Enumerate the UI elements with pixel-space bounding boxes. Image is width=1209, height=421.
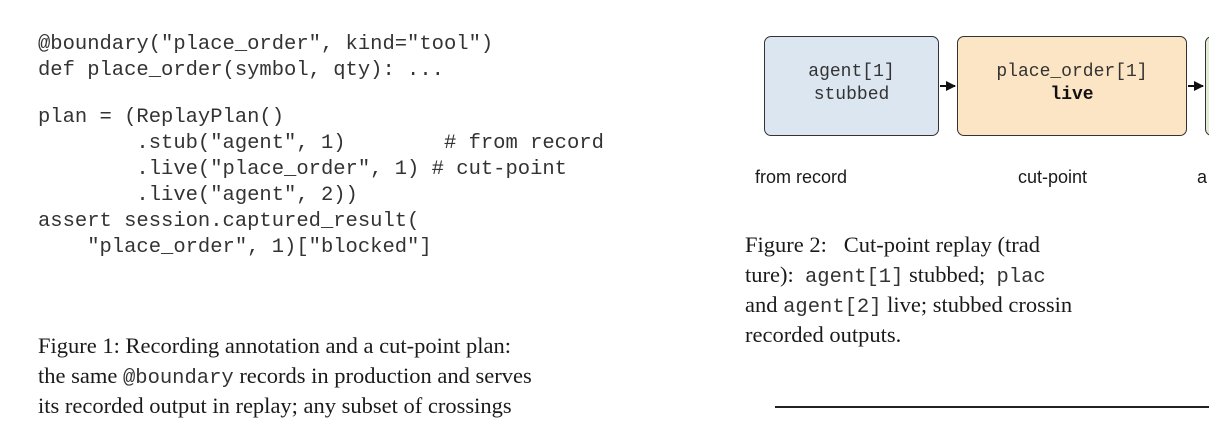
node-next-clipped xyxy=(1205,36,1209,136)
caption-code: agent[1] xyxy=(804,266,904,289)
figure-2-caption: Figure 2: Cut-point replay (trad ture): … xyxy=(745,230,1209,350)
node-state: live xyxy=(1050,85,1094,105)
caption-text: and xyxy=(745,292,784,317)
column-rule xyxy=(775,406,1209,408)
node-place-order-1: place_order[1] live xyxy=(957,36,1187,136)
caption-text: recorded outputs. xyxy=(745,322,902,347)
caption-text: Figure 2: Cut-point replay (trad xyxy=(745,232,1040,257)
code-line: .live("place_order", 1) # cut-point xyxy=(38,158,567,181)
label-clipped: a xyxy=(1197,167,1208,187)
caption-text: live; stubbed crossin xyxy=(881,292,1073,317)
caption-code: @boundary xyxy=(122,367,234,390)
label-from-record: from record xyxy=(755,167,848,187)
caption-text: ture): xyxy=(745,262,805,287)
node-name: place_order[1] xyxy=(996,62,1148,82)
node-name: agent[1] xyxy=(808,62,895,82)
caption-line: recorded outputs. xyxy=(745,320,1209,350)
caption-code: agent[2] xyxy=(783,296,882,319)
code-listing: @boundary("place_order", kind="tool") def… xyxy=(38,32,604,261)
code-line: .stub("agent", 1) # from record xyxy=(38,132,604,155)
label-cut-point: cut-point xyxy=(1018,167,1088,187)
code-line: .live("agent", 2)) xyxy=(38,184,358,207)
code-line: assert session.captured_result( xyxy=(38,210,420,233)
caption-line: ture): agent[1] stubbed; plac xyxy=(745,260,1209,290)
caption-line: Figure 1: Recording annotation and a cut… xyxy=(38,331,703,361)
node-state: stubbed xyxy=(813,85,890,105)
code-line: "place_order", 1)["blocked"] xyxy=(38,236,432,259)
code-line: def place_order(symbol, qty): ... xyxy=(38,59,444,82)
caption-line: and agent[2] live; stubbed crossin xyxy=(745,290,1209,320)
node-agent-1: agent[1] stubbed xyxy=(764,36,939,136)
code-line: plan = (ReplayPlan() xyxy=(38,106,285,129)
caption-text: stubbed; xyxy=(903,262,997,287)
caption-text: Figure 1: Recording annotation and a cut… xyxy=(38,333,512,358)
caption-line: the same @boundary records in production… xyxy=(38,361,703,391)
caption-text: records in production and serves xyxy=(233,363,532,388)
code-line: @boundary("place_order", kind="tool") xyxy=(38,33,494,56)
caption-code: plac xyxy=(996,266,1046,289)
caption-text: the same xyxy=(38,363,123,388)
caption-line: Figure 2: Cut-point replay (trad xyxy=(745,230,1209,260)
